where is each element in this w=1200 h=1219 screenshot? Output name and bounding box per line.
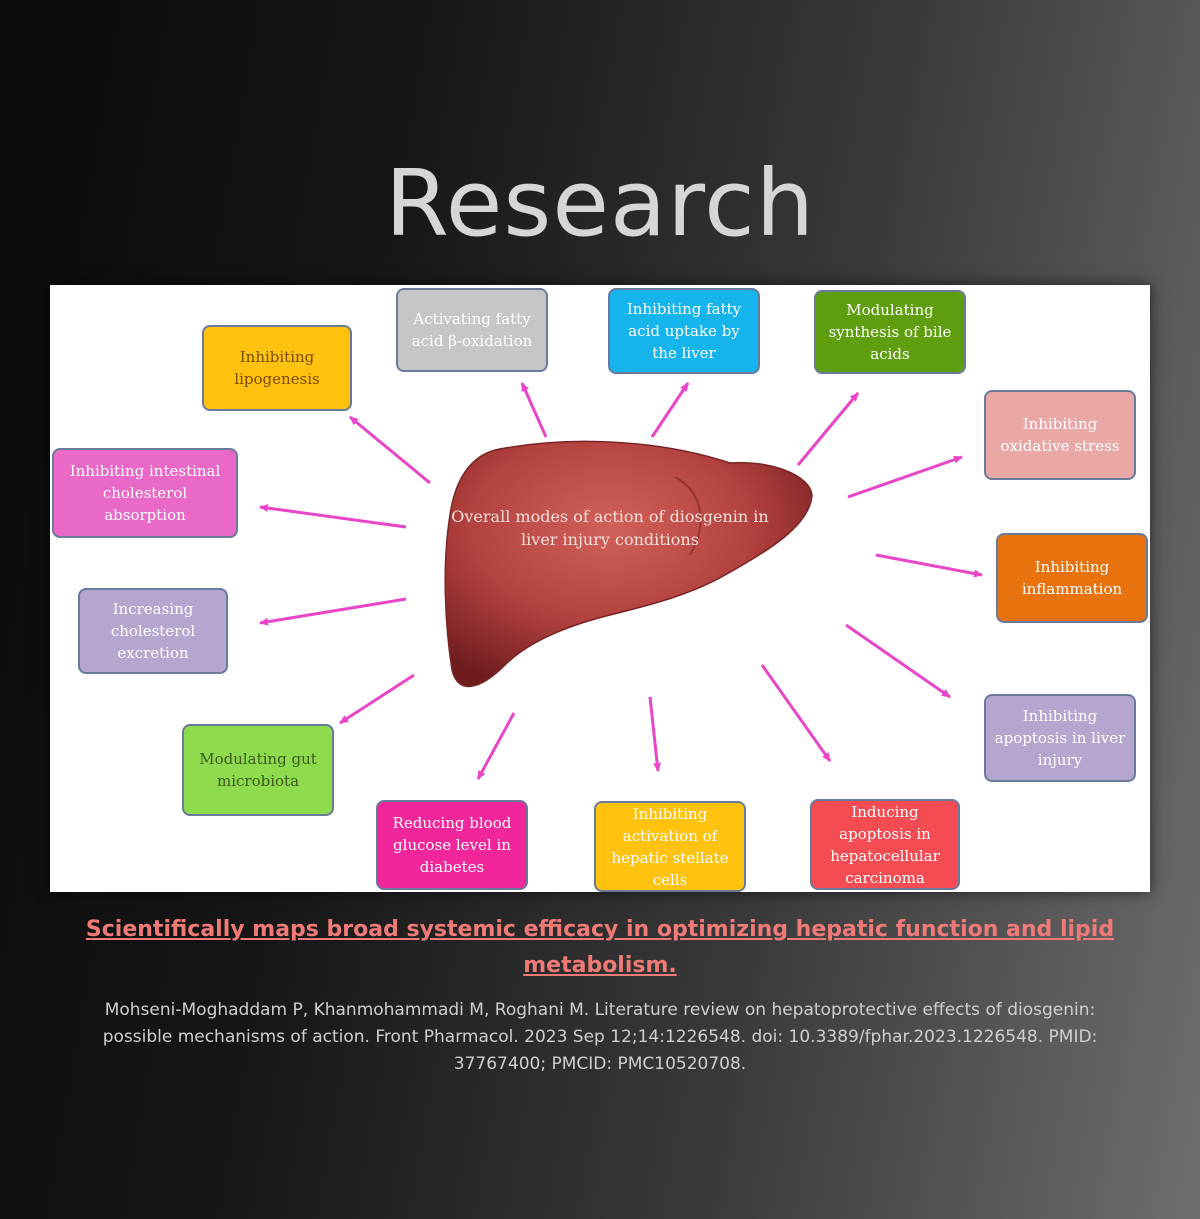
arrow-5 (847, 455, 963, 499)
arrow-13 (760, 664, 832, 762)
diagram-panel: Overall modes of action of diosgenin in … (50, 285, 1150, 892)
caption-link[interactable]: Scientifically maps broad systemic effic… (85, 917, 1115, 978)
arrow-7 (875, 553, 983, 578)
box-modulating-bile-acids: Modulating synthesis of bile acids (814, 290, 966, 374)
box-inhibiting-apoptosis: Inhibiting apoptosis in liver injury (984, 694, 1136, 782)
page-title: Research (385, 150, 815, 257)
box-activating-fatty-acid-oxidation: Activating fatty acid β-oxidation (396, 288, 548, 372)
box-inhibiting-lipogenesis: Inhibiting lipogenesis (202, 325, 352, 411)
box-reducing-blood-glucose: Reducing blood glucose level in diabetes (376, 800, 528, 890)
box-inducing-apoptosis-hcc: Inducing apoptosis in hepatocellular car… (810, 799, 960, 890)
box-inhibiting-stellate-cells: Inhibiting activation of hepatic stellat… (594, 801, 746, 892)
arrow-6 (259, 504, 407, 529)
arrow-8 (259, 597, 407, 626)
arrow-10 (339, 673, 415, 725)
diagram-svg (259, 382, 983, 780)
arrow-3 (650, 382, 690, 438)
arrow-11 (476, 712, 516, 780)
citation: Mohseni-Moghaddam P, Khanmohammadi M, Ro… (102, 1000, 1098, 1074)
box-inhibiting-oxidative-stress: Inhibiting oxidative stress (984, 390, 1136, 480)
liver-image (444, 440, 813, 687)
arrow-12 (648, 696, 662, 772)
box-increasing-cholesterol-excretion: Increasing cholesterol excretion (78, 588, 228, 674)
box-inhibiting-fatty-acid-uptake: Inhibiting fatty acid uptake by the live… (608, 288, 760, 374)
box-inhibiting-inflammation: Inhibiting inflammation (996, 533, 1148, 623)
arrow-4 (796, 392, 860, 466)
arrows (259, 382, 983, 780)
liver-center-label: Overall modes of action of diosgenin in … (451, 507, 769, 549)
box-inhibiting-cholesterol-absorption: Inhibiting intestinal cholesterol absorp… (52, 448, 238, 538)
arrow-9 (845, 623, 951, 699)
box-modulating-gut-microbiota: Modulating gut microbiota (182, 724, 334, 816)
arrow-1 (349, 415, 431, 485)
arrow-2 (520, 382, 548, 438)
